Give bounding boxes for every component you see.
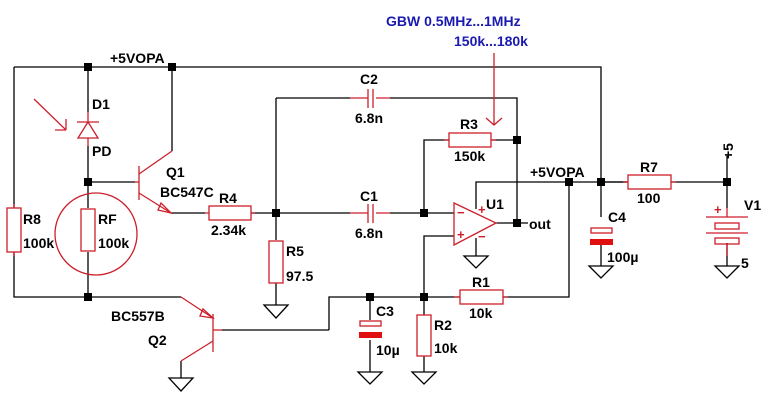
junction-dot — [84, 63, 92, 71]
opamp-minus-in: − — [457, 205, 465, 220]
r7-ref: R7 — [640, 159, 658, 175]
junction-dot — [513, 136, 521, 144]
annotation-arrow-icon — [485, 53, 503, 126]
q1-ref: Q1 — [166, 164, 185, 180]
r3-ref: R3 — [460, 116, 478, 132]
resistor-rf[interactable] — [80, 208, 96, 252]
resistor-r5[interactable] — [268, 240, 284, 284]
c1-ref: C1 — [360, 188, 378, 204]
resistor-r7[interactable] — [627, 174, 672, 190]
resistor-r4[interactable] — [208, 205, 252, 221]
junction-dot — [84, 178, 92, 186]
q1-value: BC547C — [160, 184, 214, 200]
battery-v1[interactable]: + — [706, 202, 748, 256]
r5-value: 97.5 — [286, 268, 313, 284]
capacitor-c4[interactable] — [590, 227, 613, 245]
light-arrow-icon — [33, 98, 67, 131]
r8-value: 100k — [23, 235, 54, 251]
r7-value: 100 — [637, 190, 661, 206]
junction-dot — [366, 293, 374, 301]
c4-ref: C4 — [608, 209, 626, 225]
q2-ref: Q2 — [148, 332, 167, 348]
v1-value: 5 — [741, 255, 749, 271]
opamp-plus-supply: + — [478, 202, 486, 217]
ground-icon — [356, 371, 384, 385]
r1-value: 10k — [469, 305, 493, 321]
r4-ref: R4 — [219, 190, 237, 206]
d1-value: PD — [92, 143, 111, 159]
capacitor-c1[interactable] — [350, 204, 390, 223]
ground-icon — [713, 265, 741, 279]
photodiode-d1[interactable] — [33, 98, 100, 146]
v1-ref: V1 — [744, 197, 761, 213]
r3-value: 150k — [454, 148, 485, 164]
capacitor-c3[interactable] — [359, 320, 382, 338]
net-label-out: out — [529, 216, 551, 232]
wire-bias-node — [328, 296, 460, 330]
q2-value: BC557B — [111, 308, 165, 324]
rf-value: 100k — [98, 235, 129, 251]
junction-dot — [513, 219, 521, 227]
annotation-gbw: GBW 0.5MHz...1MHz — [386, 13, 521, 29]
wire-opamp-plus-in — [423, 235, 454, 297]
c2-ref: C2 — [360, 71, 378, 87]
opamp-minus-supply: − — [478, 229, 486, 244]
d1-ref: D1 — [92, 96, 110, 112]
wire-rail-top — [14, 66, 602, 182]
net-label-supply: +5 — [720, 143, 736, 159]
u1-ref: U1 — [486, 196, 504, 212]
r1-ref: R1 — [472, 274, 490, 290]
battery-plus-sign: + — [714, 202, 722, 217]
c3-ref: C3 — [376, 303, 394, 319]
junctions — [84, 63, 731, 301]
ground-icon — [587, 265, 615, 279]
rf-highlight-circle — [54, 192, 138, 276]
c4-value: 100µ — [607, 249, 638, 265]
resistor-r8[interactable] — [6, 207, 22, 253]
annotation-range: 150k...180k — [454, 33, 528, 49]
opamp-u1[interactable]: − + + − — [453, 201, 498, 247]
junction-dot — [723, 178, 731, 186]
r2-ref: R2 — [434, 317, 452, 333]
r4-value: 2.34k — [211, 222, 246, 238]
junction-dot — [168, 63, 176, 71]
junction-dot — [565, 178, 573, 186]
resistor-r2[interactable] — [416, 314, 432, 357]
junction-dot — [420, 293, 428, 301]
capacitor-c2[interactable] — [350, 89, 390, 108]
wire-r3-left — [423, 139, 449, 213]
r2-value: 10k — [434, 340, 458, 356]
resistor-r3[interactable] — [448, 132, 492, 148]
opamp-plus-in: + — [457, 227, 465, 242]
ground-icon — [262, 304, 290, 319]
c2-value: 6.8n — [355, 110, 383, 126]
wire-r1-right — [503, 182, 570, 298]
ground-icon — [410, 371, 438, 385]
net-label-rail-mid: +5VOPA — [530, 164, 585, 180]
junction-dot — [597, 178, 605, 186]
wire-c2-top-right — [390, 97, 518, 223]
rf-ref: RF — [98, 211, 117, 227]
wire-r8-bottom — [13, 252, 88, 298]
r5-ref: R5 — [286, 243, 304, 259]
transistor-q2[interactable] — [180, 296, 222, 362]
junction-dot — [420, 209, 428, 217]
net-label-rail-top: +5VOPA — [110, 50, 165, 66]
resistor-r1[interactable] — [459, 289, 504, 305]
c3-value: 10µ — [376, 342, 400, 358]
wire-opamp-vplus — [475, 181, 627, 209]
grounds — [167, 255, 741, 392]
wires — [13, 66, 728, 378]
junction-dot — [272, 209, 280, 217]
transistor-q1[interactable] — [135, 150, 174, 215]
ground-icon — [167, 377, 195, 392]
ground-icon — [462, 255, 490, 269]
c1-value: 6.8n — [355, 225, 383, 241]
r8-ref: R8 — [23, 211, 41, 227]
junction-dot — [84, 293, 92, 301]
